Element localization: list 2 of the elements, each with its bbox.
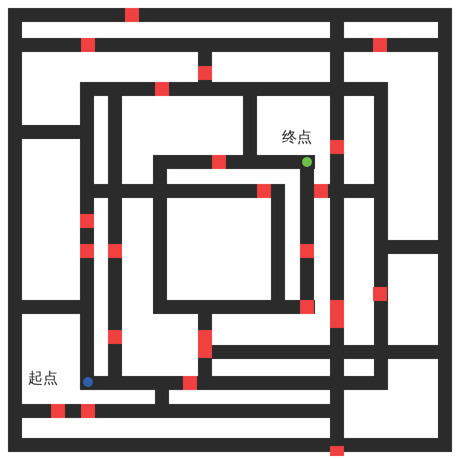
place-label: 起点 (28, 369, 58, 387)
place-label: 终点 (282, 128, 312, 146)
